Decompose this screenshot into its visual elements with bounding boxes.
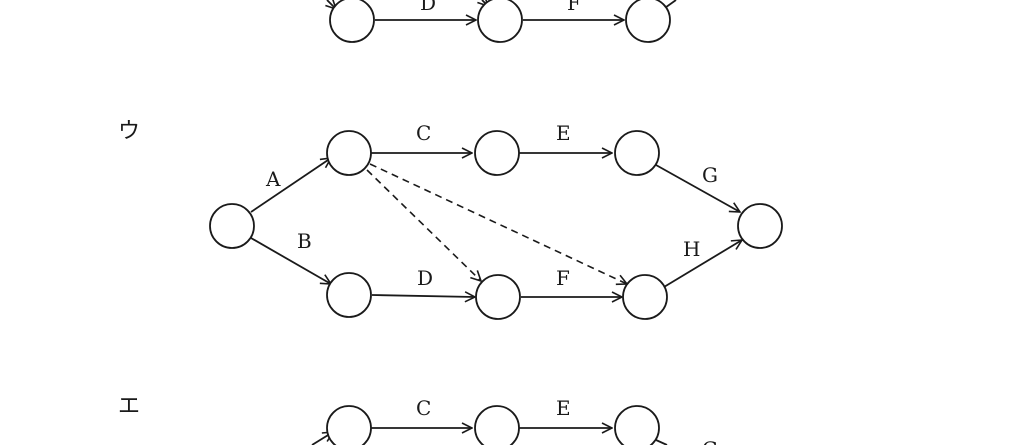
edge-B [250, 237, 331, 284]
edge-H [663, 240, 742, 288]
node-after-B [326, 272, 372, 318]
edge-D [371, 295, 475, 297]
node-after-A [326, 405, 372, 445]
edge-label: C [416, 121, 431, 145]
node-top-2 [477, 0, 523, 43]
edge-label: E [556, 121, 571, 145]
edge-label: C [416, 396, 431, 420]
edge-label: D [420, 0, 436, 15]
edge-label: G [702, 163, 718, 187]
node-end [737, 203, 783, 249]
edge-label: E [556, 396, 571, 420]
edge-G [655, 164, 740, 212]
node-after-E [614, 130, 660, 176]
edge-label: H [683, 237, 700, 261]
node-top-1 [329, 0, 375, 43]
edge-label: F [556, 266, 570, 290]
dummy-edge-to-d [366, 169, 481, 281]
dummy-edge-to-f [369, 163, 627, 284]
edge-label: B [297, 229, 312, 253]
edge-label: D [417, 266, 433, 290]
diagram-option-e: エ C E G [118, 394, 718, 445]
edge-label: F [567, 0, 581, 15]
edge-label: A [265, 167, 281, 191]
node-after-A [326, 130, 372, 176]
node-top-3 [625, 0, 671, 43]
diagram-top: D F [327, 0, 677, 43]
node-after-C [474, 405, 520, 445]
node-after-F [622, 274, 668, 320]
node-start [209, 203, 255, 249]
option-marker-u: ウ [118, 119, 140, 144]
option-marker-e: エ [118, 394, 140, 419]
node-after-D [475, 274, 521, 320]
edge-A [250, 158, 331, 213]
edge-G-stub [655, 439, 668, 445]
edge-label: G [702, 437, 718, 445]
node-after-E [614, 405, 660, 445]
diagram-option-u: ウ A B C E G D F H [118, 119, 783, 320]
node-after-C [474, 130, 520, 176]
